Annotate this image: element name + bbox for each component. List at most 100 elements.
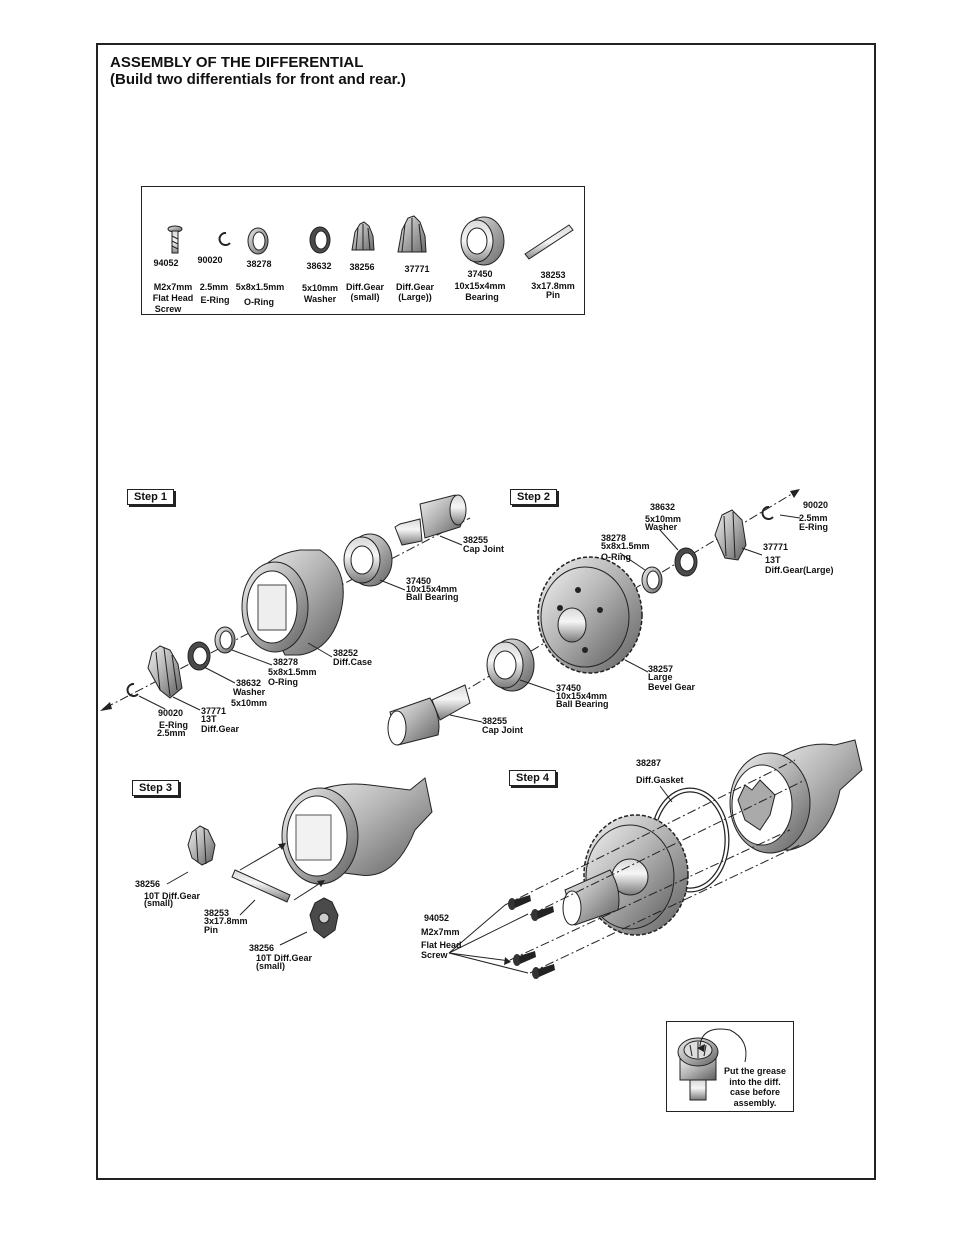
grease-tip-box bbox=[666, 1021, 794, 1112]
s3-pin-size: 3x17.8mm bbox=[204, 916, 248, 926]
step4-screw-1 bbox=[508, 895, 531, 910]
s2-cap-name: Cap Joint bbox=[482, 725, 524, 735]
s1-washer-size: 5x10mm bbox=[231, 698, 268, 708]
tip-line: assembly. bbox=[733, 1097, 777, 1108]
step3-label: Step 3 bbox=[132, 780, 180, 796]
part-code-38253: 38253 bbox=[540, 270, 566, 280]
step2-e-ring bbox=[761, 506, 774, 520]
s4-screw-code: 94052 bbox=[424, 913, 450, 923]
step1-diagram bbox=[100, 494, 471, 711]
s2-bevel-code: 38257 bbox=[648, 664, 674, 674]
step3-diagram bbox=[166, 777, 433, 946]
s2-bearing-code: 37450 bbox=[556, 683, 582, 693]
s3-gear-a-size: (small) bbox=[144, 898, 174, 908]
s1-gear-code: 37771 bbox=[201, 706, 227, 716]
step2-diagram bbox=[387, 489, 801, 746]
s2-oring-name: O-Ring bbox=[601, 552, 631, 562]
s1-gear-name: Diff.Gear bbox=[201, 724, 240, 734]
s3-gear-b-code: 38256 bbox=[249, 943, 275, 953]
step4-label: Step 4 bbox=[509, 770, 557, 786]
s1-gear-teeth: 13T bbox=[201, 714, 217, 724]
page-title: ASSEMBLY OF THE DIFFERENTIAL bbox=[110, 54, 364, 71]
s1-oring-name: O-Ring bbox=[268, 677, 298, 687]
step2-cap-joint bbox=[387, 684, 471, 746]
s4-gasket-name: Diff.Gasket bbox=[636, 775, 684, 785]
s4-screw-name: Screw bbox=[421, 950, 448, 960]
s1-ering-size: 2.5mm bbox=[157, 728, 186, 738]
s2-bevel-name: Bevel Gear bbox=[648, 682, 696, 692]
step1-washer bbox=[187, 641, 211, 671]
part-code-37771: 37771 bbox=[404, 264, 430, 274]
bearing-icon bbox=[460, 216, 505, 266]
s3-pin-name: Pin bbox=[204, 925, 219, 935]
s1-case-name: Diff.Case bbox=[333, 657, 373, 667]
part-code-94052: 94052 bbox=[153, 258, 179, 268]
part-desc: 2.5mm bbox=[199, 282, 229, 292]
step2-gear bbox=[714, 509, 747, 561]
step1-diff-case bbox=[241, 549, 344, 656]
step2-bearing bbox=[486, 638, 535, 692]
s1-cap-name: Cap Joint bbox=[463, 544, 505, 554]
step3-gear-b bbox=[309, 897, 339, 939]
s2-gear-code: 37771 bbox=[763, 542, 789, 552]
washer-icon bbox=[309, 226, 331, 254]
step2-bevel-gear bbox=[537, 556, 643, 674]
step1-bearing bbox=[343, 533, 393, 587]
part-desc: Diff.Gear bbox=[345, 282, 385, 292]
s2-ering-name: E-Ring bbox=[799, 522, 828, 532]
tip-text: Put the grease into the diff. case befor… bbox=[718, 1066, 792, 1108]
s2-oring-code: 38278 bbox=[601, 533, 627, 543]
tip-line: into the diff. bbox=[729, 1076, 781, 1087]
step4-case bbox=[729, 739, 863, 854]
s2-cap-code: 38255 bbox=[482, 716, 508, 726]
s2-bearing-size: 10x15x4mm bbox=[556, 691, 608, 701]
s1-case-code: 38252 bbox=[333, 648, 359, 658]
step1-label: Step 1 bbox=[127, 489, 175, 505]
part-code-38632: 38632 bbox=[306, 261, 332, 271]
small-gear-icon bbox=[351, 221, 375, 251]
s1-cap-code: 38255 bbox=[463, 535, 489, 545]
step4-diagram bbox=[448, 739, 863, 979]
s2-ering-code: 90020 bbox=[803, 500, 829, 510]
s4-gasket-code: 38287 bbox=[636, 758, 662, 768]
part-desc: (small) bbox=[350, 292, 380, 302]
step2-washer bbox=[674, 547, 698, 577]
part-code-37450: 37450 bbox=[467, 269, 493, 279]
tip-illustration bbox=[677, 1028, 747, 1101]
tip-line: Put the grease bbox=[723, 1066, 787, 1076]
s2-gear-name: Diff.Gear(Large) bbox=[765, 565, 834, 575]
s2-washer-name: Washer bbox=[645, 522, 678, 532]
part-desc: Washer bbox=[303, 294, 337, 304]
o-ring-icon bbox=[247, 227, 269, 255]
part-desc: 5x10mm bbox=[301, 283, 339, 293]
step2-o-ring bbox=[641, 566, 663, 594]
pin-icon bbox=[524, 224, 574, 260]
part-desc: Screw bbox=[154, 304, 182, 314]
step3-diff-case bbox=[281, 777, 433, 885]
s2-oring-size: 5x8x1.5mm bbox=[601, 541, 650, 551]
screw-icon bbox=[167, 225, 183, 254]
s4-screw-size: M2x7mm bbox=[421, 927, 460, 937]
part-desc: Pin bbox=[545, 290, 561, 300]
step1-o-ring bbox=[214, 626, 236, 654]
part-desc: 10x15x4mm bbox=[454, 281, 506, 291]
part-desc: 3x17.8mm bbox=[531, 281, 575, 291]
s3-pin-code: 38253 bbox=[204, 908, 230, 918]
step4-cap-joint bbox=[562, 869, 620, 926]
step4-screw-4 bbox=[532, 964, 555, 979]
s1-washer-code: 38632 bbox=[236, 678, 262, 688]
part-desc: M2x7mm bbox=[153, 282, 193, 292]
part-desc: (Large)) bbox=[398, 292, 432, 302]
part-desc: O-Ring bbox=[244, 297, 274, 307]
part-desc: 5x8x1.5mm bbox=[235, 282, 285, 292]
s1-oring-code: 38278 bbox=[273, 657, 299, 667]
s4-screw-head: Flat Head bbox=[421, 940, 462, 950]
step4-screw-2 bbox=[531, 906, 554, 921]
s1-washer-name: Washer bbox=[233, 687, 266, 697]
s1-bearing-code: 37450 bbox=[406, 576, 432, 586]
s1-bearing-name: Ball Bearing bbox=[406, 592, 459, 602]
part-code-38278: 38278 bbox=[246, 259, 272, 269]
s2-ering-size: 2.5mm bbox=[799, 513, 828, 523]
